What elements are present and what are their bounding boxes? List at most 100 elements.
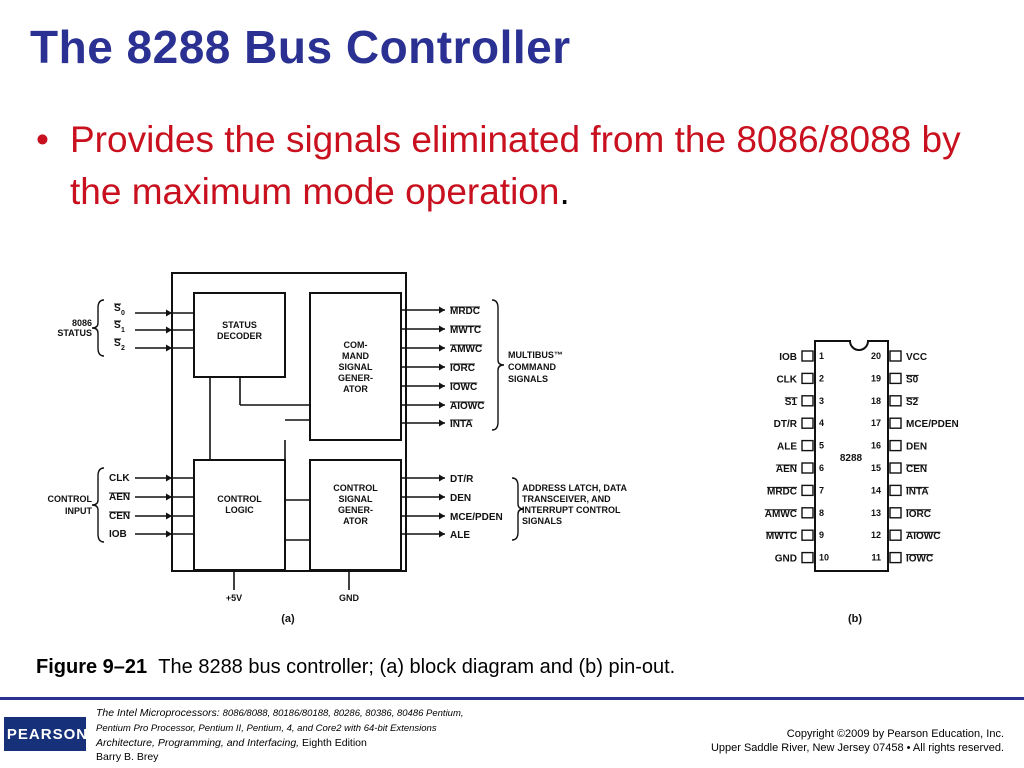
control-input-arrow	[166, 474, 172, 482]
control-out-group-label: INTERRUPT CONTROL	[522, 505, 621, 515]
command-output-iowc: IOWC	[450, 382, 477, 393]
bullet-text: Provides the signals eliminated from the…	[70, 119, 961, 212]
pinout-right-pin-name-aiowc: AIOWC	[906, 531, 940, 542]
status-input-s0: S	[114, 303, 121, 314]
command-generator-label: SIGNAL	[338, 362, 373, 372]
command-output-arrow	[439, 363, 445, 371]
footer-line-1: The Intel Microprocessors: 8086/8088, 80…	[96, 706, 566, 721]
control-input-arrow	[166, 512, 172, 520]
control-signal-generator-block	[309, 459, 402, 571]
pinout-right-pin-number: 11	[871, 553, 881, 563]
pinout-left-pin-name-aen: AEN	[776, 464, 797, 475]
control-input-clk: CLK	[109, 473, 130, 484]
ground-label: GND	[339, 593, 360, 603]
footer-copyright: Copyright ©2009 by Pearson Education, In…	[711, 727, 1004, 755]
status-input-s1: S	[114, 320, 121, 331]
pinout-left-pin-name-dt-r: DT/R	[774, 419, 798, 430]
command-output-arrow	[439, 325, 445, 333]
control-out-group-label: SIGNALS	[522, 516, 562, 526]
pinout-left-pin-name-iob: IOB	[779, 352, 797, 363]
control-group-label: CONTROL	[48, 494, 93, 504]
control-signal-generator-label: SIGNAL	[338, 494, 373, 504]
pinout-right-pin-name-mce-pden: MCE/PDEN	[906, 419, 959, 430]
book-edition: Eighth Edition	[302, 737, 367, 749]
pinout-label: (b)	[848, 613, 862, 625]
pinout-right-pin-box	[889, 395, 902, 407]
control-out-group-label: TRANSCEIVER, AND	[522, 494, 611, 504]
command-generator-label: ATOR	[343, 384, 368, 394]
status-input-arrow	[166, 309, 172, 317]
pinout-left-pin-name-clk: CLK	[776, 374, 797, 385]
command-output-mwtc: MWTC	[450, 325, 481, 336]
figure-caption-text: The 8288 bus controller; (a) block diagr…	[158, 656, 676, 678]
command-output-mrdc: MRDC	[450, 306, 480, 317]
book-subtitle: 8086/8088, 80186/80188, 80286, 80386, 80…	[222, 708, 464, 719]
control-output-arrow	[439, 530, 445, 538]
control-logic-block	[193, 459, 286, 571]
pinout-right-pin-name-s0: S0	[906, 374, 919, 385]
book-title: The Intel Microprocessors:	[96, 707, 220, 719]
control-output-arrow	[439, 493, 445, 501]
command-output-arrow	[439, 382, 445, 390]
footer-divider	[0, 697, 1024, 700]
pinout-left-pin-name-mrdc: MRDC	[767, 486, 797, 497]
pinout-right-pin-box	[889, 372, 902, 385]
bullet-dot: •	[36, 119, 49, 160]
pinout-right-pin-name-s2: S2	[906, 397, 919, 408]
control-input-iob: IOB	[109, 529, 127, 540]
command-generator-label: GENER-	[338, 373, 373, 383]
control-input-aen: AEN	[109, 492, 130, 503]
book-subtitle-2: Pentium Pro Processor, Pentium II, Penti…	[96, 723, 437, 734]
command-group-label: MULTIBUS™	[508, 350, 563, 360]
command-group-label: SIGNALS	[508, 374, 548, 384]
pinout-left-pin-box	[801, 462, 814, 474]
command-group-label: COMMAND	[508, 362, 556, 372]
pinout-left-pin-name-amwc: AMWC	[765, 509, 797, 520]
command-output-iorc: IORC	[450, 363, 475, 374]
pinout-right-pin-box	[889, 417, 902, 429]
status-bracket	[91, 299, 105, 357]
pinout-left-pin-box	[801, 529, 814, 541]
pinout-left-pin-number: 8	[819, 508, 824, 518]
control-output-arrow	[439, 512, 445, 520]
pinout-right-pin-name-iowc: IOWC	[906, 554, 933, 565]
pinout-right-pin-box	[889, 462, 902, 474]
status-input-arrow	[166, 326, 172, 334]
command-generator-label: COM-	[344, 340, 368, 350]
status-input-s2: S	[114, 338, 121, 349]
control-signal-generator-label: ATOR	[343, 516, 368, 526]
pinout-left-pin-box	[801, 395, 814, 407]
pinout-right-pin-number: 14	[871, 485, 881, 495]
figure-number: Figure 9–21	[36, 656, 148, 678]
status-group-label: 8086	[72, 318, 92, 328]
pinout-right-pin-name-inta: INTA	[906, 486, 929, 497]
control-signal-generator-label: CONTROL	[333, 483, 378, 493]
pinout-right-pin-box	[889, 507, 902, 519]
pinout-right-pin-box	[889, 529, 902, 541]
pinout-left-pin-name-s1: S1	[785, 397, 798, 408]
command-output-amwc: AMWC	[450, 344, 482, 355]
control-output-ale: ALE	[450, 530, 470, 541]
pinout-left-pin-number: 10	[819, 553, 829, 563]
pinout-left-pin-box	[801, 350, 814, 362]
pinout-left-pin-box	[801, 439, 814, 452]
control-out-group-label: ADDRESS LATCH, DATA	[522, 483, 627, 493]
command-bracket	[491, 299, 505, 431]
control-output-arrow	[439, 474, 445, 482]
pinout-left-pin-name-mwtc: MWTC	[766, 531, 797, 542]
pinout-right-pin-number: 15	[871, 463, 881, 473]
control-output-mce-pden: MCE/PDEN	[450, 512, 503, 523]
pinout-left-pin-number: 5	[819, 441, 824, 451]
pearson-logo: PEARSON	[4, 717, 87, 751]
command-output-aiowc: AIOWC	[450, 401, 484, 412]
pinout-right-pin-number: 17	[871, 418, 881, 428]
footer-line-3: Architecture, Programming, and Interfaci…	[96, 736, 566, 750]
copyright-line: Copyright ©2009 by Pearson Education, In…	[786, 728, 1004, 740]
command-output-arrow	[439, 344, 445, 352]
control-out-bracket	[511, 477, 525, 541]
control-input-arrow	[166, 530, 172, 538]
status-group-label: STATUS	[57, 328, 92, 338]
pinout-left-pin-name-gnd: GND	[775, 554, 797, 565]
book-series: Architecture, Programming, and Interfaci…	[96, 737, 300, 749]
publisher-line: Upper Saddle River, New Jersey 07458 • A…	[710, 742, 1004, 754]
